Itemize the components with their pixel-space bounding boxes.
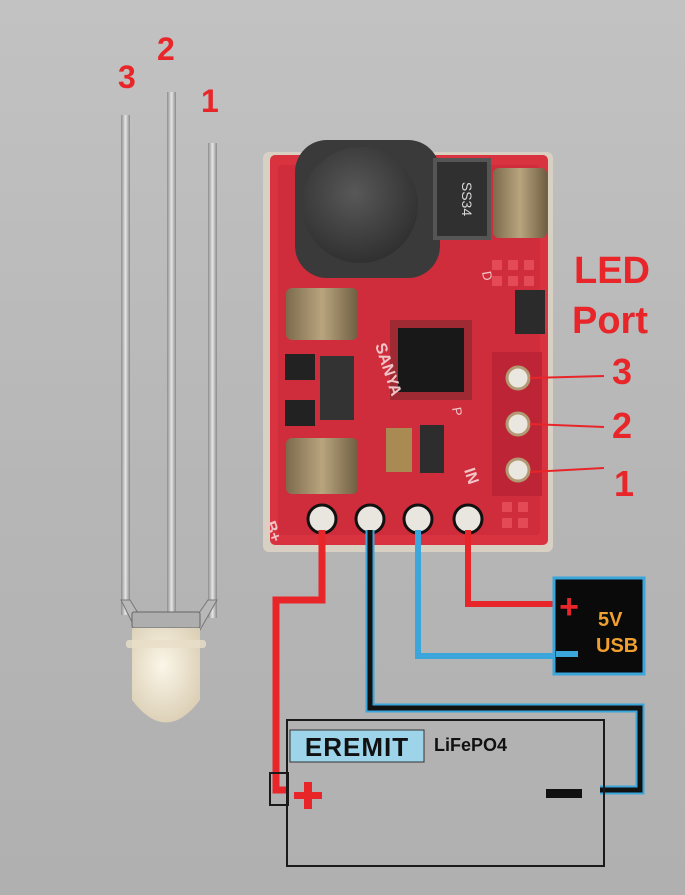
pointer-line-1 [529,467,605,473]
led-port-label: LED Port 3 2 1 [529,250,650,504]
controller-chip [390,320,472,400]
pcb-board: SS34 SANYA D P B+ IN [261,140,553,552]
battery-plus-symbol [294,782,322,809]
usb-source-box: + 5V USB [552,576,646,676]
battery-minus-symbol [546,789,582,798]
wire-usb-plus [465,530,556,607]
led-pin-labels: 3 2 1 [118,31,219,119]
led-pin-label-1: 1 [201,83,219,119]
battery-brand-badge [289,729,425,763]
smd-resistor-2 [285,400,315,426]
capacitor-top-right [493,168,547,238]
usb-label-line1: 5V [598,609,623,631]
led-port-pin-3: 3 [612,351,632,392]
pad-bminus [354,503,386,535]
led-port-title-line1: LED [574,250,650,292]
diode-ss34: SS34 [433,158,491,240]
smd-capacitor-small-1 [386,428,412,472]
led-port-title-line2: Port [572,300,648,342]
led-pin-label-3: 3 [118,59,136,95]
capacitor-left-1 [286,288,358,340]
led-port-pin-2: 2 [612,405,632,446]
led-leg-3 [121,115,130,615]
usb-plus-symbol: + [559,588,579,626]
silkscreen-d-label: D [479,270,495,282]
smd-transistor [320,356,354,420]
pad-usb-minus [402,503,434,535]
smd-diode-small [420,425,444,473]
battery-terminal [269,772,289,806]
led-leg-1 [208,143,217,618]
smd-resistor-1 [285,354,315,380]
battery-chemistry: LiFePO4 [434,735,507,755]
diode-marking: SS34 [459,182,475,216]
wire-bminus [367,530,643,793]
led-port-pad-3 [505,365,531,391]
silkscreen-p-label: P [449,406,465,417]
led-bulb [132,628,200,723]
inductor [295,140,440,278]
usb-minus-symbol [556,651,578,657]
pad-bplus [306,503,338,535]
silkscreen-in-label: IN [460,466,481,486]
led-port-pad-1 [505,457,531,483]
wire-bplus [272,530,326,794]
wire-usb-minus [415,530,556,659]
led-port-pad-2 [505,411,531,437]
usb-label-line2: USB [596,635,638,657]
silkscreen-bplus-label: B+ [261,519,284,544]
led-port-pin-1: 1 [614,463,634,504]
battery-brand: EREMIT [305,732,409,762]
led-leg-2 [167,92,176,637]
pointer-line-3 [529,375,605,379]
capacitor-left-2 [286,438,358,494]
pointer-line-2 [529,423,605,428]
wires [272,530,645,795]
battery: EREMIT LiFePO4 [269,719,605,867]
pad-usb-plus [452,503,484,535]
led-component [120,92,218,723]
smd-pad-grid [492,260,534,528]
led-pin-label-2: 2 [157,31,175,67]
smd-resistor-3 [515,290,545,334]
